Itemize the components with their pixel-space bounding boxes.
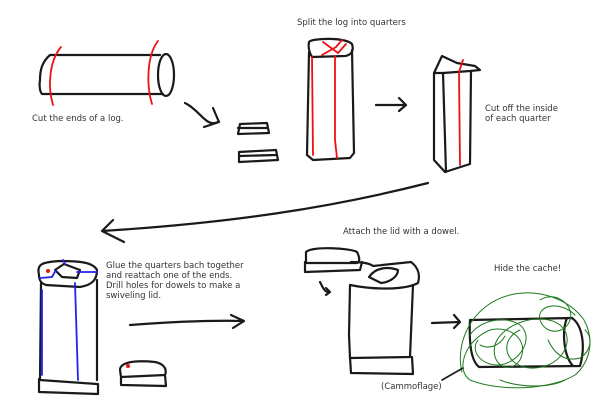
step-2-label: Split the log into quarters [297, 18, 406, 28]
camouflage-annotation: (Cammoflage) [381, 382, 442, 392]
lid-dowel-hole [126, 364, 130, 368]
log-drawing [38, 52, 176, 98]
cut-ends-drawing [236, 121, 280, 164]
inner-cut-line [458, 59, 464, 166]
camouflage-pointer [441, 367, 464, 381]
dowel-hole [46, 269, 50, 273]
step-3-label: Cut off the inside of each quarter [485, 104, 558, 124]
step-4-label-line-1: Glue the quarters bach together [106, 261, 244, 271]
step-3-label-line-1: Cut off the inside [485, 104, 558, 114]
arrow-2 [374, 96, 408, 113]
reassembled-log-drawing [37, 259, 100, 396]
lid-drawing [118, 360, 168, 388]
upright-log-drawing [305, 37, 356, 162]
cut-line-right [147, 40, 159, 105]
hidden-cache-drawing [468, 316, 584, 369]
arrow-4 [128, 313, 246, 330]
step-3-label-line-2: of each quarter [485, 114, 551, 124]
arrow-3 [100, 181, 430, 244]
step-4-label: Glue the quarters bach together and reat… [106, 261, 244, 301]
glue-lines [39, 259, 98, 381]
arrow-5 [430, 313, 462, 330]
step-4-label-line-4: swiveling lid. [106, 291, 162, 301]
cut-line-left [49, 46, 62, 106]
step-4-label-line-3: Drill holes for dowels to make a [106, 281, 241, 291]
split-lines [311, 39, 347, 159]
arrow-1 [183, 101, 221, 129]
quarter-piece-drawing [432, 54, 482, 174]
step-5-label: Attach the lid with a dowel. [343, 227, 460, 237]
step-6-label: Hide the cache! [494, 264, 562, 274]
lid-attached-drawing [303, 247, 420, 376]
camouflage-scribble [459, 292, 591, 389]
step-4-label-line-2: and reattach one of the ends. [106, 271, 233, 281]
step-1-label: Cut the ends of a log. [32, 114, 124, 124]
